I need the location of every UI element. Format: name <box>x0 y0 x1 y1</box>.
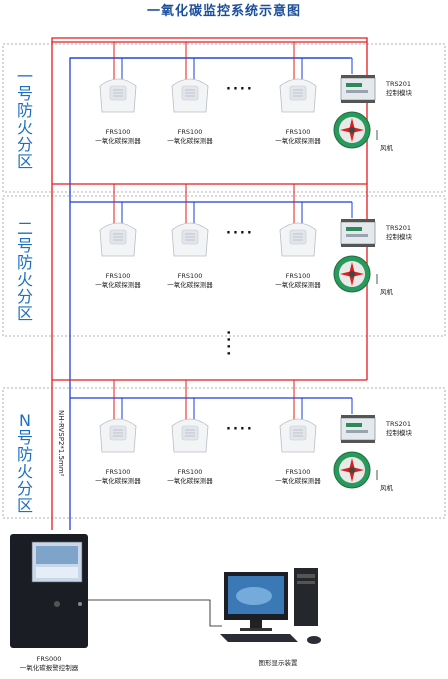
fan-label: 风机 <box>380 484 393 492</box>
zone-ellipsis: ···· <box>220 330 235 358</box>
co-detector <box>274 412 322 460</box>
fan <box>332 450 372 494</box>
controller-label: FRS000 一氧化碳报警控制器 <box>19 655 79 672</box>
alarm-controller <box>10 534 88 648</box>
co-detector <box>166 72 214 120</box>
co-detector <box>166 412 214 460</box>
fan <box>332 254 372 298</box>
control-module <box>340 218 376 252</box>
cable-label: NH-RVSP2*1.5mm² <box>57 410 65 477</box>
zone-n-border <box>2 387 446 519</box>
detector-ellipsis: ···· <box>226 422 254 437</box>
zone-1-border <box>2 43 446 193</box>
red-trunk <box>51 37 368 530</box>
co-detector <box>274 216 322 264</box>
co-detector <box>94 72 142 120</box>
zone-2-border <box>2 195 446 337</box>
fan <box>332 110 372 154</box>
detector-ellipsis: ···· <box>226 82 254 97</box>
fan-label: 风机 <box>380 288 393 296</box>
co-detector <box>166 216 214 264</box>
control-module <box>340 74 376 108</box>
control-module <box>340 414 376 448</box>
co-detector <box>94 216 142 264</box>
pc-link <box>86 599 222 627</box>
zone-n-label: N号防火分区 <box>16 411 33 515</box>
co-detector <box>94 412 142 460</box>
zone-2-label: 二号防火分区 <box>16 219 33 323</box>
diagram-title: 一氧化碳监控系统示意图 <box>146 4 301 19</box>
fan-label: 风机 <box>380 144 393 152</box>
co-detector <box>274 72 322 120</box>
display-pc <box>220 568 321 644</box>
pc-label: 图形显示装置 <box>258 659 298 667</box>
detector-ellipsis: ···· <box>226 226 254 241</box>
zone-1-label: 一号防火分区 <box>16 67 33 171</box>
